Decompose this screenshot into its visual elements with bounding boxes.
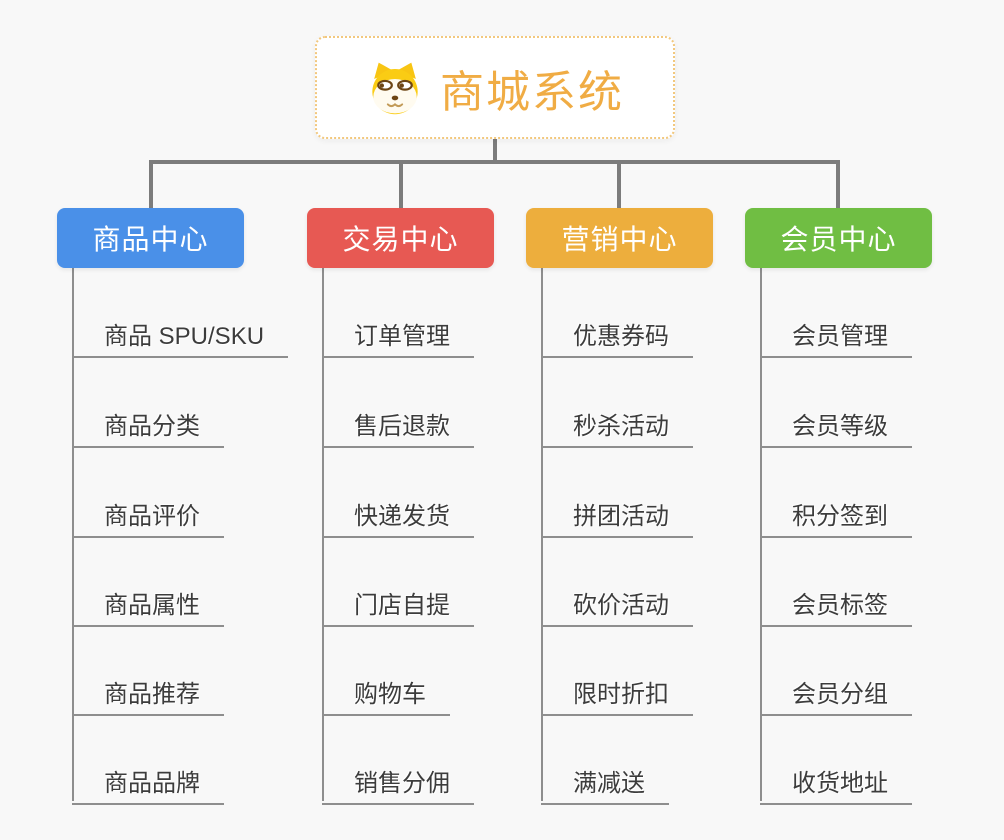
- leaf-node[interactable]: 秒杀活动: [541, 405, 693, 448]
- leaf-node[interactable]: 购物车: [322, 673, 450, 716]
- leaf-node[interactable]: 销售分佣: [322, 762, 474, 805]
- branch-trunk-trade: [322, 268, 324, 801]
- branch-trunk-product: [72, 268, 74, 801]
- leaf-node[interactable]: 收货地址: [760, 762, 912, 805]
- leaf-node[interactable]: 售后退款: [322, 405, 474, 448]
- connector-drop-marketing: [617, 160, 621, 208]
- connector-drop-product: [149, 160, 153, 208]
- leaf-node[interactable]: 会员标签: [760, 584, 912, 627]
- leaf-node[interactable]: 会员分组: [760, 673, 912, 716]
- leaf-node[interactable]: 商品品牌: [72, 762, 224, 805]
- leaf-node[interactable]: 会员等级: [760, 405, 912, 448]
- connector-drop-trade: [399, 160, 403, 208]
- leaf-node[interactable]: 积分签到: [760, 495, 912, 538]
- branch-trunk-marketing: [541, 268, 543, 801]
- branch-header-product[interactable]: 商品中心: [57, 208, 244, 268]
- leaf-node[interactable]: 限时折扣: [541, 673, 693, 716]
- root-node[interactable]: 商城系统: [315, 36, 675, 139]
- branch-header-trade[interactable]: 交易中心: [307, 208, 494, 268]
- branch-trunk-member: [760, 268, 762, 801]
- leaf-node[interactable]: 快递发货: [322, 495, 474, 538]
- leaf-node[interactable]: 会员管理: [760, 315, 912, 358]
- connector-drop-member: [836, 160, 840, 208]
- dog-face-icon: [372, 62, 418, 114]
- leaf-node[interactable]: 商品分类: [72, 405, 224, 448]
- leaf-node[interactable]: 订单管理: [322, 315, 474, 358]
- leaf-node[interactable]: 门店自提: [322, 584, 474, 627]
- leaf-node[interactable]: 满减送: [541, 762, 669, 805]
- connector-bus: [149, 160, 840, 164]
- branch-header-marketing[interactable]: 营销中心: [526, 208, 713, 268]
- connector-root-stem: [493, 136, 497, 164]
- branch-header-member[interactable]: 会员中心: [745, 208, 932, 268]
- leaf-node[interactable]: 拼团活动: [541, 495, 693, 538]
- leaf-node[interactable]: 商品 SPU/SKU: [72, 315, 289, 358]
- leaf-node[interactable]: 商品评价: [72, 495, 224, 538]
- leaf-node[interactable]: 砍价活动: [541, 584, 693, 627]
- leaf-node[interactable]: 商品属性: [72, 584, 224, 627]
- root-title: 商城系统: [440, 67, 624, 117]
- leaf-node[interactable]: 优惠券码: [541, 315, 693, 358]
- leaf-node[interactable]: 商品推荐: [72, 673, 224, 716]
